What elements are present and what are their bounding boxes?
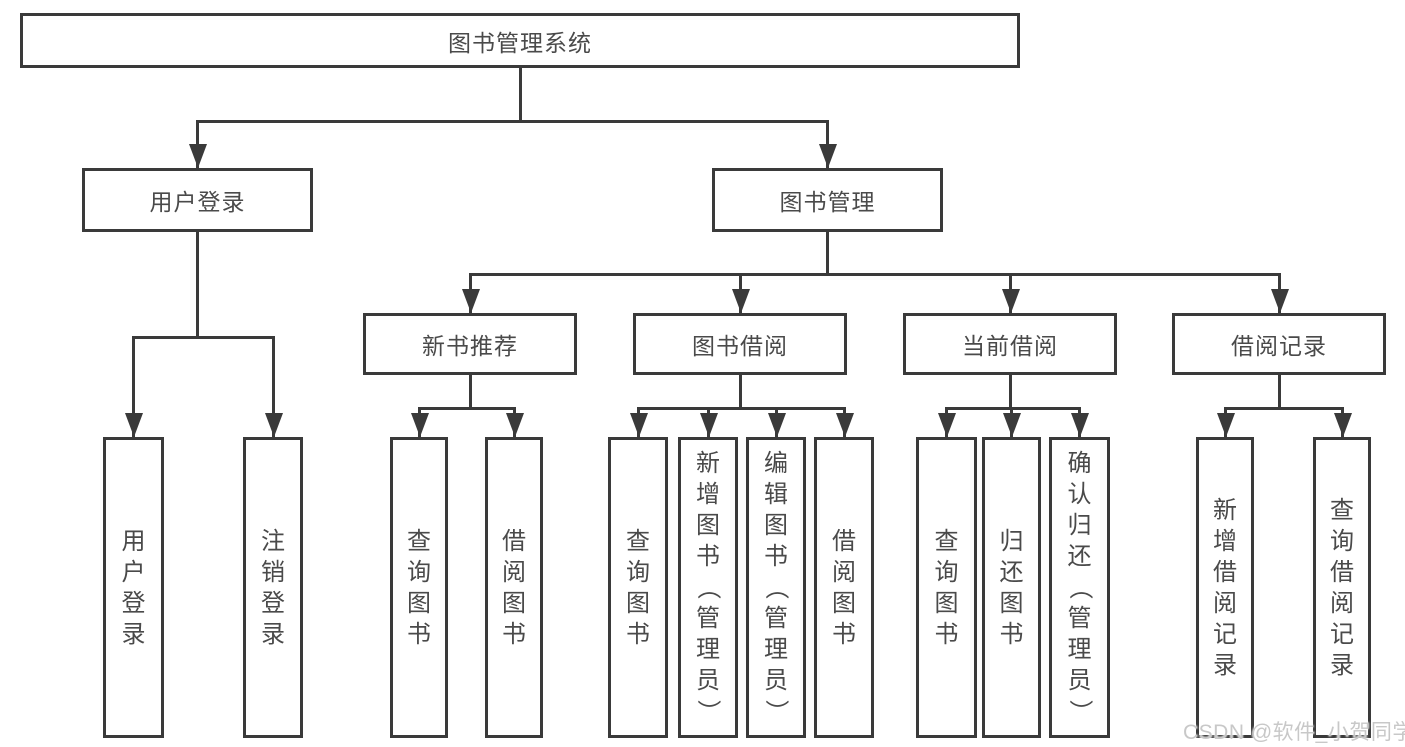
leaf-records-query: 查询借阅记录 xyxy=(1313,437,1371,738)
leaf-borrowing-edit-label: 编辑图书（管理员） xyxy=(762,450,790,724)
connector-book-management-split xyxy=(469,273,1281,276)
leaf-records-add: 新增借阅记录 xyxy=(1196,437,1254,738)
leaf-current-query: 查询图书 xyxy=(916,437,977,738)
arrow-to-current-borrowing xyxy=(1009,273,1012,313)
leaf-user-login: 用户登录 xyxy=(103,437,164,738)
leaf-borrowing-add-label: 新增图书（管理员） xyxy=(694,450,722,724)
node-root-label: 图书管理系统 xyxy=(448,29,592,56)
leaf-current-return-label: 归还图书 xyxy=(999,527,1024,648)
node-user-login: 用户登录 xyxy=(82,168,313,232)
arrow-to-leaf-logout xyxy=(272,336,275,437)
node-user-login-label: 用户登录 xyxy=(149,189,246,215)
arrow-to-book-management xyxy=(826,120,829,168)
arrow-to-borrowing-add xyxy=(707,407,710,437)
leaf-borrowing-query: 查询图书 xyxy=(608,437,668,738)
leaf-current-query-label: 查询图书 xyxy=(934,527,959,648)
arrow-to-current-confirm xyxy=(1078,407,1081,437)
node-book-management-label: 图书管理 xyxy=(779,189,876,215)
node-new-book-recommend-label: 新书推荐 xyxy=(422,333,518,359)
leaf-newbook-query-label: 查询图书 xyxy=(407,527,431,648)
arrow-to-user-login xyxy=(196,120,199,168)
arrow-to-borrowing-query xyxy=(637,407,640,437)
arrow-to-borrowing-borrow xyxy=(843,407,846,437)
connector-current-stub xyxy=(1009,375,1012,407)
leaf-current-confirm-label: 确认归还（管理员） xyxy=(1066,450,1093,724)
node-book-borrowing: 图书借阅 xyxy=(633,313,847,375)
leaf-current-confirm: 确认归还（管理员） xyxy=(1049,437,1110,738)
arrow-to-borrowing-edit xyxy=(775,407,778,437)
connector-user-login-split xyxy=(132,336,275,339)
node-borrowing-records-label: 借阅记录 xyxy=(1231,333,1327,359)
leaf-newbook-borrow-label: 借阅图书 xyxy=(502,527,526,648)
leaf-records-query-label: 查询借阅记录 xyxy=(1330,496,1354,679)
arrow-to-newbook-borrow xyxy=(513,407,516,437)
arrow-to-newbook-query xyxy=(418,407,421,437)
connector-records-stub xyxy=(1278,375,1281,407)
arrow-to-records-add xyxy=(1224,407,1227,437)
node-current-borrowing-label: 当前借阅 xyxy=(962,333,1058,359)
leaf-newbook-borrow: 借阅图书 xyxy=(485,437,543,738)
arrow-to-current-query xyxy=(945,407,948,437)
arrow-to-records-query xyxy=(1341,407,1344,437)
leaf-records-add-label: 新增借阅记录 xyxy=(1213,496,1237,679)
leaf-logout-label: 注销登录 xyxy=(261,527,285,648)
node-root: 图书管理系统 xyxy=(20,13,1020,68)
connector-user-login-stub xyxy=(196,232,199,336)
connector-new-book-split xyxy=(418,407,516,410)
connector-records-split xyxy=(1224,407,1344,410)
leaf-borrowing-borrow-label: 借阅图书 xyxy=(832,527,856,648)
node-book-borrowing-label: 图书借阅 xyxy=(692,333,788,359)
leaf-borrowing-query-label: 查询图书 xyxy=(626,527,650,648)
connector-book-management-stub xyxy=(826,232,829,273)
connector-current-split xyxy=(945,407,1081,410)
leaf-borrowing-add: 新增图书（管理员） xyxy=(678,437,738,738)
csdn-watermark: CSDN @软件_小贺同学 xyxy=(1183,721,1405,744)
leaf-current-return: 归还图书 xyxy=(982,437,1041,738)
connector-root-split xyxy=(196,120,829,123)
leaf-newbook-query: 查询图书 xyxy=(390,437,448,738)
arrow-to-book-borrowing xyxy=(739,273,742,313)
arrow-to-leaf-login xyxy=(132,336,135,437)
connector-borrowing-stub xyxy=(739,375,742,407)
leaf-logout: 注销登录 xyxy=(243,437,303,738)
node-borrowing-records: 借阅记录 xyxy=(1172,313,1386,375)
leaf-user-login-label: 用户登录 xyxy=(121,527,146,648)
leaf-borrowing-borrow: 借阅图书 xyxy=(814,437,874,738)
node-book-management: 图书管理 xyxy=(712,168,943,232)
arrow-to-new-book-recommend xyxy=(469,273,472,313)
arrow-to-borrowing-records xyxy=(1278,273,1281,313)
node-current-borrowing: 当前借阅 xyxy=(903,313,1117,375)
connector-root-stub xyxy=(519,68,522,120)
connector-borrowing-split xyxy=(637,407,846,410)
arrow-to-current-return xyxy=(1010,407,1013,437)
leaf-borrowing-edit: 编辑图书（管理员） xyxy=(746,437,806,738)
connector-new-book-stub xyxy=(469,375,472,407)
node-new-book-recommend: 新书推荐 xyxy=(363,313,577,375)
